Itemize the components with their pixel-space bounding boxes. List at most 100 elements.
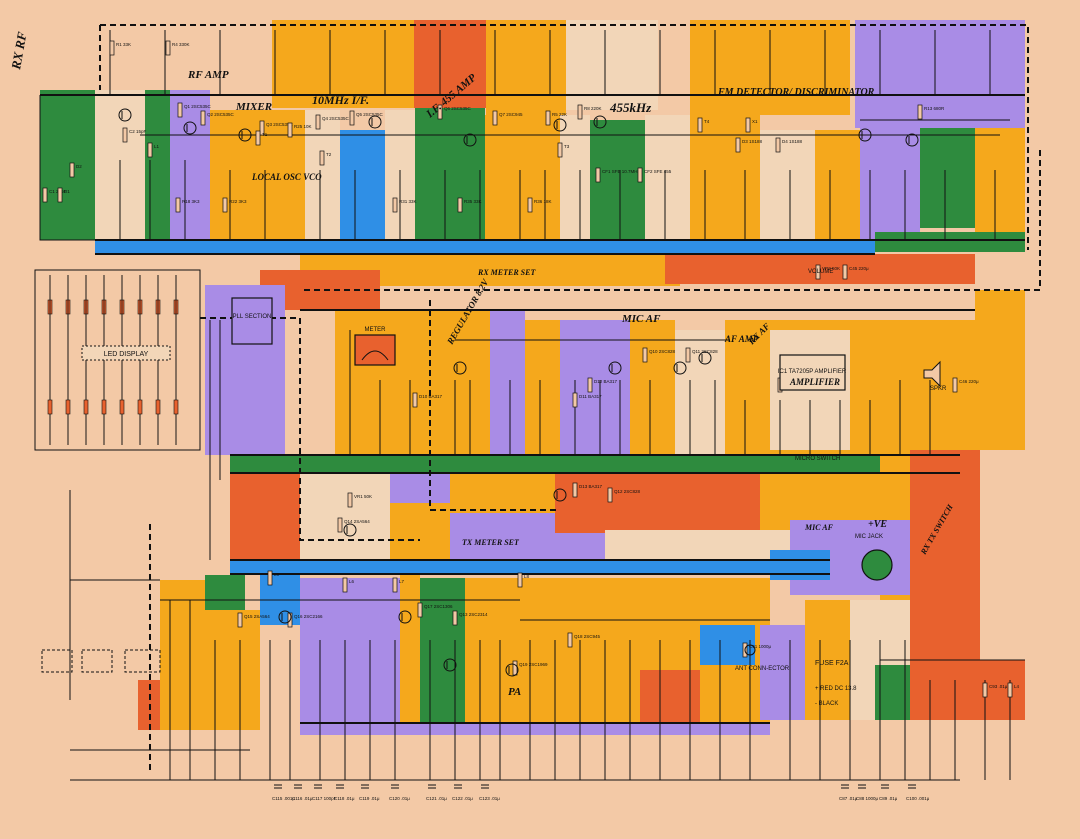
component-body [557,142,563,158]
component-label: Q6 2SC535C [444,106,472,111]
component-label: T2 [326,152,332,157]
component-body [319,150,325,166]
component-label: D4 1S188 [782,139,803,144]
micro-switch-label: MICRO SWITCH [795,456,840,462]
component-label: T4 [704,119,710,124]
region-supply-purple [760,625,805,720]
ic1-label: IC1 TA7205P AMPLIFIER [778,369,847,375]
region-purple-top-right [855,20,1025,128]
region-blue-bus-lower [230,560,830,574]
component-body [577,104,583,120]
transistor-icon [608,361,622,375]
component-label: Q7 2SC945 [499,112,523,117]
region-orange-pa-left [160,580,205,730]
region-driver-orange [400,575,420,725]
region-if-green [415,108,485,240]
region-red-modulator [555,473,760,533]
component-body [337,517,343,533]
region-det-orange [690,115,760,240]
component-label: R36 18K [534,199,552,204]
component-body [567,632,573,648]
component-label: D3 1S188 [742,139,763,144]
functional-blocks: PLL SECTION METER IC1 TA7205P AMPLIFIER … [41,269,947,707]
region-tx-beige [300,473,390,568]
component-body [417,602,423,618]
region-if-amp-top [272,20,414,108]
component-label: R4 330K [172,42,190,47]
component-label: L7 [399,579,405,584]
component-label: L4 [1014,684,1020,689]
transistor-icon [183,121,197,135]
transistor-icon [553,488,567,502]
led-resistor [155,399,161,415]
region-blue-bus-lower-right [770,550,830,580]
component-label: Q18 2SC945 [574,634,601,639]
region-green-bus [230,455,960,473]
bottom-cap-label: C100 .001μ [906,796,930,801]
meter-label: METER [365,327,387,333]
top-resistor-drops [109,30,991,95]
bottom-cap-label: C115 .001μ [272,796,295,801]
region-if-455-top [414,20,486,108]
stage-label-tx-meter: TX METER SET [462,538,520,547]
transistor-icon [118,108,132,122]
stage-label-455khz: 455kHz [609,100,652,115]
transistor-icon [278,610,292,624]
region-mic-purple [560,320,630,460]
component-label: Q12 2SC828 [614,489,641,494]
transistor-icon [858,128,872,142]
bottom-cap-label: C120 .01μ [389,796,410,801]
component-label: C46 220μ [959,379,979,384]
bottom-cap-label: C87 .01μ [839,796,858,801]
component-body [109,40,115,56]
component-body [177,102,183,118]
led-resistor [65,399,71,415]
transistor-icon [905,133,919,147]
led-board-outline [34,269,201,451]
component-body [527,197,533,213]
region-if-orange [485,115,560,240]
component-label: R13 680R [924,106,945,111]
component-label: Q5 2SC535C [356,112,384,117]
dashed-outline-mid [429,300,560,511]
stage-label-amplifier: AMPLIFIER [789,377,840,387]
component-label: Q1 2SC535C [184,104,212,109]
component-label: C91 1000μ [749,644,772,649]
component-body [392,197,398,213]
upper-component-drops [119,160,996,240]
region-red-right-tall [910,450,980,660]
region-driver-green [420,578,465,723]
region-reg-orange [430,310,490,460]
component-body [572,482,578,498]
coil-l7-box [81,649,113,673]
stage-label-pa: PA [508,686,521,698]
component-label: T1 [262,132,268,137]
component-body [437,104,443,120]
region-beige-top [566,20,658,110]
component-label: L5 [274,572,280,577]
region-pa-orange [465,578,520,723]
antenna-lead [39,95,95,241]
region-tx-orange-strip [450,473,555,513]
region-green-pa [205,575,245,610]
transistor-icon [698,351,712,365]
component-label: R8 220K [584,106,602,111]
component-label: Q16 2SC2166 [294,614,323,619]
pll-section-label: PLL SECTION [233,314,272,320]
component-label: C45 220μ [849,266,869,271]
bottom-cap-label: C88 1000μ [856,796,879,801]
region-supply-red [910,660,970,720]
bottom-cap-label: C121 .01μ [426,796,447,801]
led-resistor [173,399,179,415]
component-body [917,104,923,120]
component-body [697,117,703,133]
component-label: R1 33K [116,42,131,47]
component-label: C93 .01μ [989,684,1008,689]
component-label: R18 3K3 [182,199,200,204]
region-reg-purple [490,310,525,460]
ant-connector-icon [744,644,756,656]
component-body [842,264,848,280]
component-body [259,120,265,136]
region-driver-purple [300,578,400,723]
coil-l8-box [124,649,161,673]
